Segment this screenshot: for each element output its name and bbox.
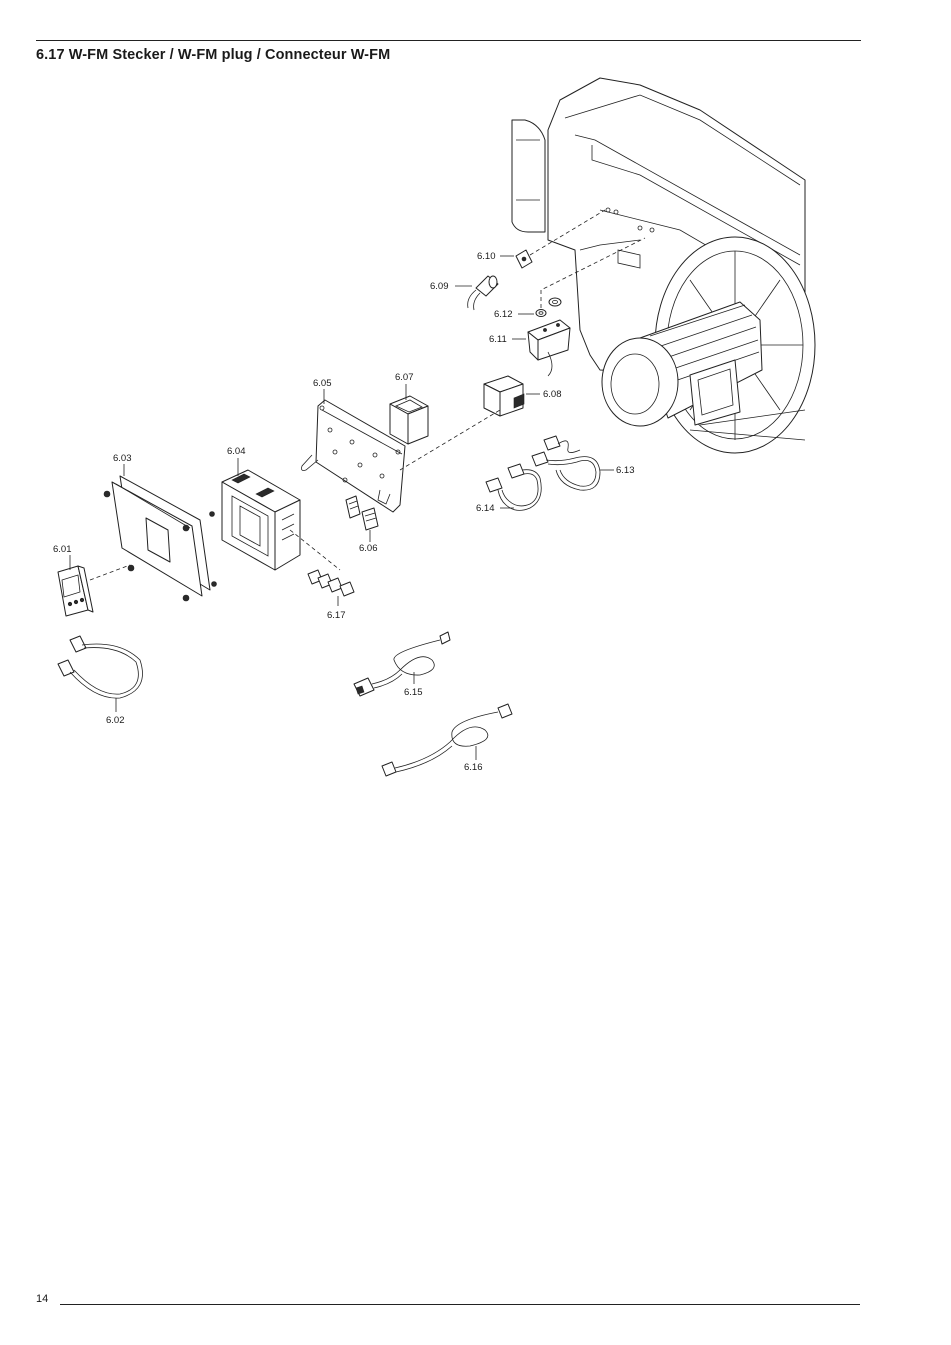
part-6-12-washers [518, 237, 646, 317]
part-6-06-connectors [345, 495, 379, 542]
part-6-15-cable [353, 631, 451, 697]
part-6-09-sensor [455, 275, 499, 311]
part-6-16-cable [381, 703, 513, 777]
part-6-02-cable [57, 635, 143, 712]
label-6-17: 6.17 [327, 610, 346, 621]
label-6-11: 6.11 [489, 334, 507, 345]
label-6-15: 6.15 [404, 687, 423, 698]
part-6-08-relay-box [483, 375, 540, 417]
part-6-10-bracket [500, 209, 606, 269]
label-6-05: 6.05 [313, 378, 332, 389]
label-6-08: 6.08 [543, 389, 562, 400]
page-number: 14 [36, 1293, 49, 1305]
label-6-06: 6.06 [359, 543, 378, 554]
label-6-13: 6.13 [616, 465, 635, 476]
part-6-01-display [57, 555, 94, 617]
burner-housing [511, 77, 816, 454]
part-6-17-plug-set [307, 569, 355, 606]
label-6-03: 6.03 [113, 453, 132, 464]
part-6-05-mounting-plate [301, 389, 501, 513]
label-6-14: 6.14 [476, 503, 495, 514]
label-6-07: 6.07 [395, 372, 414, 383]
label-6-04: 6.04 [227, 446, 246, 457]
bottom-rule [60, 1304, 860, 1305]
part-6-07-cap [389, 384, 429, 445]
label-6-01: 6.01 [53, 544, 72, 555]
label-6-09: 6.09 [430, 281, 449, 292]
part-6-03-cover-plate [89, 464, 217, 602]
part-6-14-cable [485, 463, 542, 511]
label-6-10: 6.10 [477, 251, 496, 262]
page-title: 6.17 W-FM Stecker / W-FM plug / Connecte… [36, 47, 391, 63]
label-6-12: 6.12 [494, 309, 513, 320]
label-6-02: 6.02 [106, 715, 125, 726]
part-6-04-control-unit [221, 458, 341, 571]
label-6-16: 6.16 [464, 762, 483, 773]
top-rule [36, 40, 861, 41]
part-6-11-ignition-unit [512, 319, 571, 377]
part-6-13-cable [531, 435, 614, 491]
